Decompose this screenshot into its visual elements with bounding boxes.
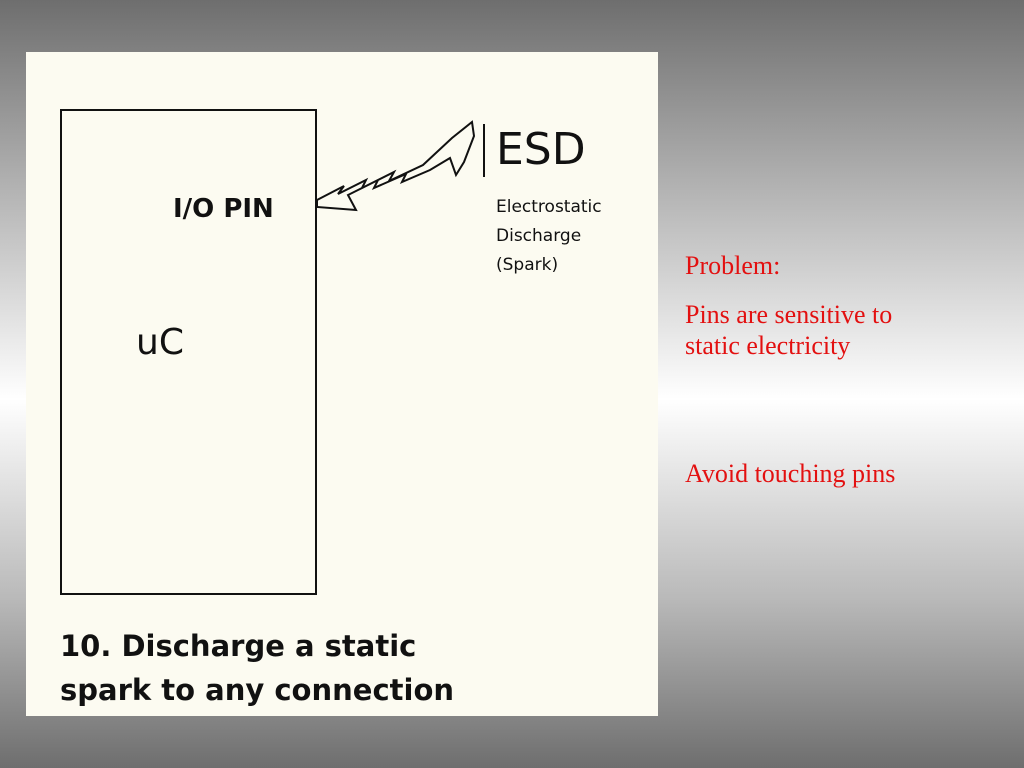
chip-label: uC [136,322,184,363]
problem-heading: Problem: [685,251,781,280]
caption-line: 10. Discharge a static [60,629,416,663]
advice-text: Avoid touching pins [685,458,896,488]
esd-desc-line: Discharge [496,226,581,246]
esd-title: ESD [496,124,586,175]
esd-diagram: I/O PIN uC ESD Electrostatic Discharge (… [26,52,658,716]
microcontroller-body [60,109,317,595]
problem-statement: Pins are sensitive to static electricity [685,299,1005,361]
diagram-drawing: I/O PIN uC ESD Electrostatic Discharge (… [60,109,602,707]
esd-desc-line: Electrostatic [496,197,602,217]
caption-line: spark to any connection [60,673,454,707]
lightning-bolt-icon [316,120,476,212]
esd-desc-line: (Spark) [496,255,558,275]
io-pin-label: I/O PIN [173,194,274,224]
problem-statement-line: static electricity [685,331,851,361]
problem-statement-line: Pins are sensitive to [685,300,893,330]
notes: Problem: Pins are sensitive to static el… [685,250,1005,489]
